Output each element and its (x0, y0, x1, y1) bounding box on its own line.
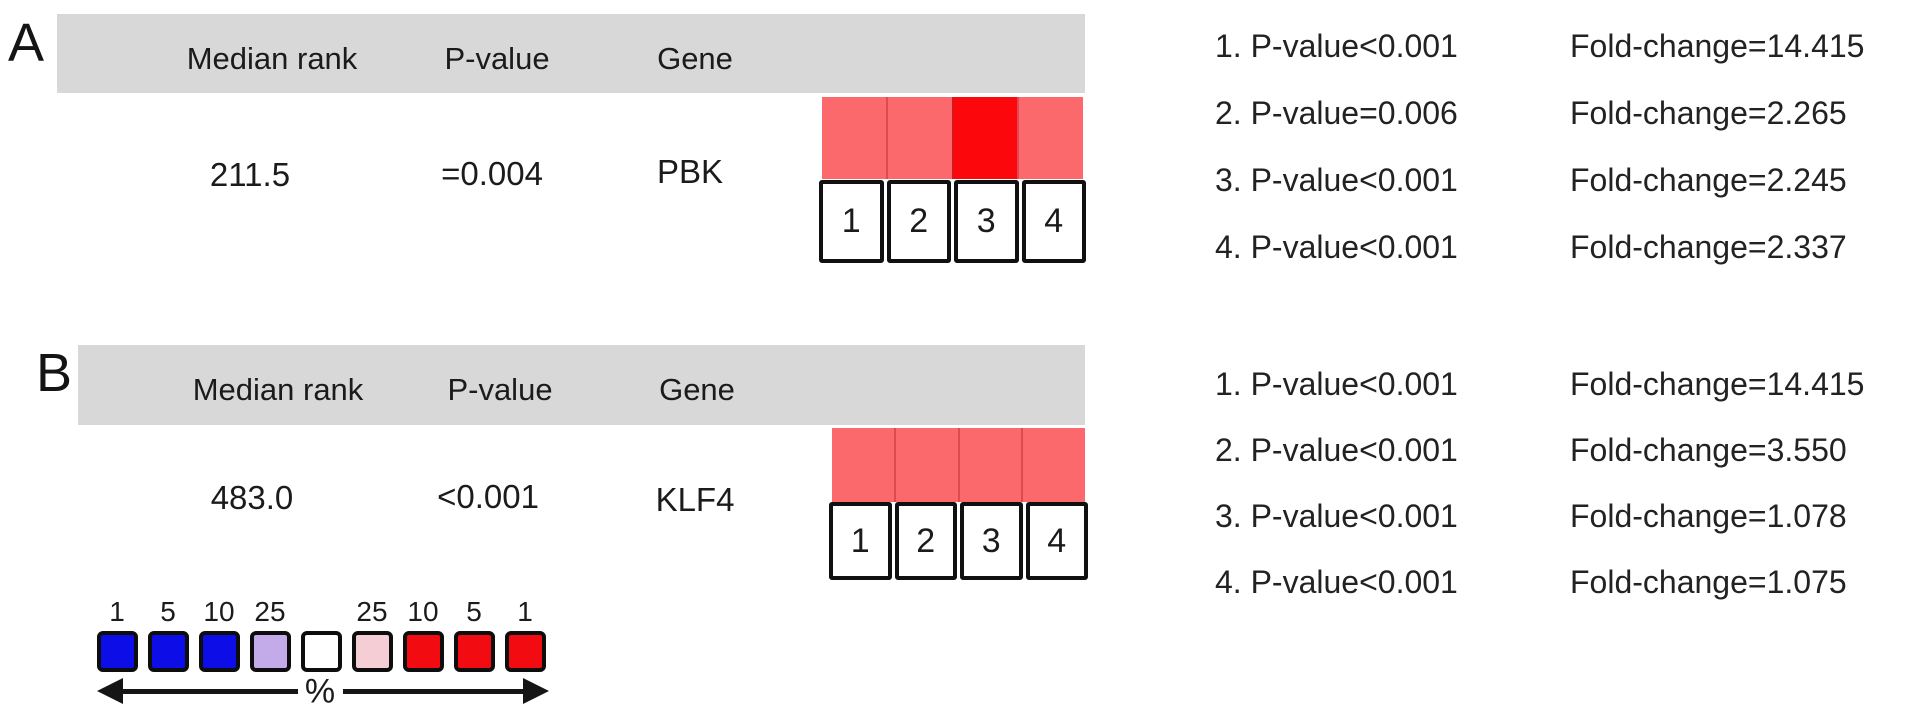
legend-color-swatch (454, 631, 495, 672)
stat-row: 4. P-value<0.001 Fold-change=1.075 (1215, 562, 1913, 602)
stat-row: 3. P-value<0.001 Fold-change=2.245 (1215, 160, 1913, 200)
dataset-number-row: 1 2 3 4 (829, 502, 1088, 580)
dataset-number-box: 2 (894, 502, 957, 580)
legend-color-swatch (250, 631, 291, 672)
legend-tick-label: 5 (466, 596, 482, 627)
stat-fold-change: Fold-change=14.415 (1570, 28, 1865, 64)
dataset-number-box: 4 (1025, 502, 1088, 580)
dataset-number-box: 2 (886, 180, 951, 263)
stat-p-value: 1. P-value<0.001 (1215, 28, 1458, 64)
stat-p-value: 2. P-value<0.001 (1215, 432, 1458, 468)
stat-row: 2. P-value=0.006 Fold-change=2.265 (1215, 93, 1913, 133)
legend-color-swatch (148, 631, 189, 672)
dataset-number-box: 3 (960, 502, 1023, 580)
stat-row: 1. P-value<0.001 Fold-change=14.415 (1215, 364, 1913, 404)
column-header-p-value: P-value (447, 372, 553, 407)
stat-fold-change: Fold-change=1.075 (1570, 564, 1847, 600)
stat-row: 3. P-value<0.001 Fold-change=1.078 (1215, 496, 1913, 536)
dataset-number-box: 1 (819, 180, 884, 263)
legend-tick-label: 10 (203, 596, 235, 627)
stat-row: 4. P-value<0.001 Fold-change=2.337 (1215, 227, 1913, 267)
heatmap-row (832, 428, 1085, 502)
stat-fold-change: Fold-change=2.337 (1570, 229, 1847, 265)
stat-fold-change: Fold-change=1.078 (1570, 498, 1847, 534)
stat-p-value: 1. P-value<0.001 (1215, 366, 1458, 402)
legend-tick-label: 1 (109, 596, 125, 627)
stat-fold-change: Fold-change=2.245 (1570, 162, 1847, 198)
column-header-median-rank: Median rank (192, 372, 364, 407)
legend-tick-label: 5 (160, 596, 176, 627)
stat-p-value: 4. P-value<0.001 (1215, 564, 1458, 600)
legend-color-swatch (199, 631, 240, 672)
legend-color-swatch (301, 631, 342, 672)
legend-tick-label: 25 (356, 596, 388, 627)
arrow-right-icon (523, 678, 549, 704)
column-header-median-rank: Median rank (186, 41, 358, 76)
stat-p-value: 3. P-value<0.001 (1215, 162, 1458, 198)
legend-color-swatch (97, 631, 138, 672)
median-rank-value: 483.0 (210, 479, 294, 516)
panel-b-header-bar: Median rank P-value Gene (78, 345, 1085, 425)
heatmap-cell (1021, 428, 1085, 502)
p-value-value: <0.001 (437, 478, 539, 515)
dataset-number-box: 3 (954, 180, 1019, 263)
heatmap-cell (885, 97, 952, 179)
panel-b-label: B (36, 343, 73, 403)
stat-fold-change: Fold-change=14.415 (1570, 366, 1865, 402)
p-value-value: =0.004 (441, 155, 543, 192)
legend-tick-label: 1 (517, 596, 533, 627)
legend-color-swatch (505, 631, 546, 672)
heatmap-cell (822, 97, 886, 179)
legend-color-swatch (403, 631, 444, 672)
heatmap-cell (951, 97, 1018, 179)
heatmap-row (822, 97, 1083, 179)
stat-p-value: 4. P-value<0.001 (1215, 229, 1458, 265)
panel-a-label: A (8, 13, 45, 73)
heatmap-cell (832, 428, 894, 502)
gene-name: PBK (656, 153, 724, 190)
percent-axis-label: % (304, 672, 336, 711)
heatmap-cell (957, 428, 1022, 502)
stat-row: 2. P-value<0.001 Fold-change=3.550 (1215, 430, 1913, 470)
dataset-number-row: 1 2 3 4 (819, 180, 1086, 263)
dataset-number-box: 1 (829, 502, 892, 580)
legend-tick-label: 25 (254, 596, 286, 627)
heatmap-cell (1017, 97, 1083, 179)
heatmap-cell (893, 428, 958, 502)
arrow-left-icon (97, 678, 123, 704)
stat-fold-change: Fold-change=3.550 (1570, 432, 1847, 468)
panel-a-header-bar: Median rank P-value Gene (57, 14, 1085, 93)
median-rank-value: 211.5 (209, 156, 291, 193)
legend-tick-label: 10 (407, 596, 439, 627)
column-header-p-value: P-value (444, 41, 550, 76)
arrow-left-line (120, 689, 298, 694)
stat-p-value: 3. P-value<0.001 (1215, 498, 1458, 534)
arrow-right-line (343, 689, 524, 694)
column-header-gene: Gene (659, 372, 735, 407)
legend-color-swatch (352, 631, 393, 672)
stat-row: 1. P-value<0.001 Fold-change=14.415 (1215, 26, 1913, 66)
column-header-gene: Gene (657, 41, 733, 76)
dataset-number-box: 4 (1021, 180, 1086, 263)
stat-p-value: 2. P-value=0.006 (1215, 95, 1458, 131)
gene-name: KLF4 (655, 481, 735, 518)
stat-fold-change: Fold-change=2.265 (1570, 95, 1847, 131)
